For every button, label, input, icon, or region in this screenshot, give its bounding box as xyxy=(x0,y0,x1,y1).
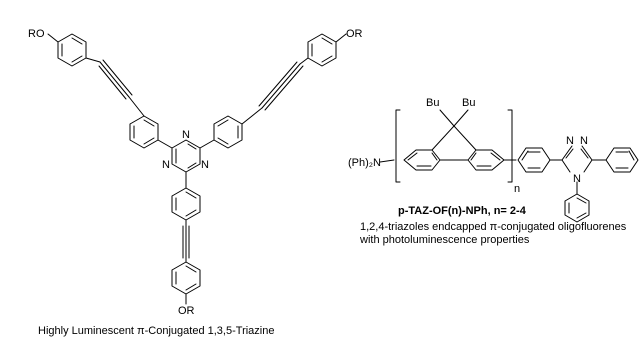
or-bottom-label: OR xyxy=(178,305,195,317)
bu-right-label: Bu xyxy=(462,97,475,109)
phenyl-top-right-terminal xyxy=(299,33,347,67)
triazine-n2-label: N xyxy=(162,159,170,171)
phenyl-top-left-terminal xyxy=(47,33,101,67)
triazine-caption: Highly Luminescent π-Conjugated 1,3,5-Tr… xyxy=(38,325,275,337)
ph2n-label: (Ph)₂N xyxy=(348,157,381,169)
triazole-phenyl-right xyxy=(605,147,639,173)
triazole-n-bottom: N xyxy=(573,173,581,185)
left-bracket xyxy=(395,109,401,183)
triazole-phenyl-n xyxy=(564,193,590,223)
phenylene-ring xyxy=(517,147,563,173)
right-bracket xyxy=(507,109,513,183)
or-right-label: OR xyxy=(346,28,363,40)
compound-label: p-TAZ-OF(n)-NPh, n= 2-4 xyxy=(398,205,527,217)
phenyl-upper-right xyxy=(199,61,304,149)
phenyl-upper-left xyxy=(98,59,173,149)
ro-left-label: RO xyxy=(28,28,45,40)
phenyl-bottom-terminal xyxy=(171,261,201,305)
triazole-n-top-left: N xyxy=(566,135,574,147)
fluorene-right-ring xyxy=(467,149,505,171)
triazole-n-top-right: N xyxy=(580,135,588,147)
bu-left-label: Bu xyxy=(426,97,439,109)
triazine-n3-label: N xyxy=(201,159,209,171)
taz-description-line2: with photoluminescence properties xyxy=(360,234,530,246)
fluorene-bridge xyxy=(431,109,477,161)
phenyl-bottom xyxy=(171,171,201,263)
fluorene-left-ring xyxy=(403,149,441,171)
taz-description: 1,2,4-triazoles endcapped π-conjugated o… xyxy=(360,221,626,247)
triazole-ring xyxy=(561,145,607,195)
triazine-core-ring xyxy=(171,139,201,173)
repeat-n-label: n xyxy=(514,183,520,195)
triazine-n1-label: N xyxy=(182,129,190,141)
taz-description-line1: 1,2,4-triazoles endcapped π-conjugated o… xyxy=(360,221,627,233)
n-bond xyxy=(379,159,395,163)
